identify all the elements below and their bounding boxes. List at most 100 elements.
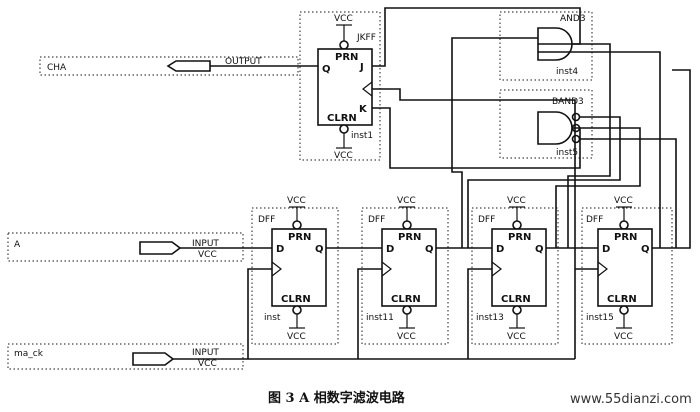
dff1-clock-triangle [271, 261, 282, 277]
and3-label: AND3 [560, 14, 586, 24]
dff1-inst: inst [264, 313, 281, 323]
band3-inst: inst5 [556, 148, 578, 158]
dff2-label: DFF [368, 215, 385, 225]
jkff-pin-q: Q [322, 64, 331, 75]
port-cha-name: CHA [47, 63, 67, 73]
wire-band3-to-k [372, 107, 581, 169]
jkff-body [317, 48, 373, 126]
dff3-pin-q: Q [535, 244, 544, 255]
port-clk-name: ma_ck [14, 349, 44, 359]
port-a-frame [7, 232, 244, 262]
dff3-clrn-bubble [512, 305, 522, 315]
jkff-pin-k: K [359, 104, 368, 115]
dff2-prn-bubble [402, 220, 412, 230]
dff4-frame [581, 207, 673, 345]
wire-q2-to-band3-1 [467, 116, 621, 248]
dff4-vcc-bottom: VCC [614, 332, 633, 342]
port-clk: ma_ck INPUT VCC [7, 343, 575, 370]
jkff-clrn-label: CLRN [327, 113, 357, 124]
dff4-pin-q: Q [641, 244, 650, 255]
dff-inst13: VCC DFF PRN D Q CLRN VCC inst13 [471, 196, 559, 345]
dff2-clrn-label: CLRN [391, 294, 421, 305]
dff3-clock-triangle [491, 261, 502, 277]
dff2-clrn-bubble [402, 305, 412, 315]
port-a-kind: INPUT [192, 239, 219, 249]
dff1-body [271, 228, 327, 307]
port-a-sub: VCC [198, 250, 217, 260]
dff2-prn-label: PRN [398, 232, 421, 243]
dff1-frame [251, 207, 339, 345]
jkff-prn-bubble [339, 40, 349, 50]
port-cha-frame [39, 56, 299, 76]
band3-inst5: BAND3 inst5 [499, 89, 593, 159]
dff3-body [491, 228, 547, 307]
jkff-vcc-top: VCC [334, 14, 353, 24]
dff3-vcc-top: VCC [507, 196, 526, 206]
dff4-label: DFF [586, 215, 603, 225]
dff4-prn-label: PRN [614, 232, 637, 243]
and3-inst: inst4 [556, 67, 578, 77]
jkff-frame [299, 11, 381, 161]
dff1-prn-label: PRN [288, 232, 311, 243]
dff2-vcc-bottom: VCC [397, 332, 416, 342]
wire-clk-dff1 [247, 268, 272, 359]
wire-clk-dff2 [357, 268, 382, 359]
dff3-pin-d: D [496, 244, 504, 255]
dff-inst11: VCC DFF PRN D Q CLRN VCC inst11 [361, 196, 449, 345]
jkff-inst: inst1 [351, 131, 373, 141]
jkff-vcc-bottom: VCC [334, 151, 353, 161]
dff2-vcc-top: VCC [397, 196, 416, 206]
port-cha: CHA OUTPUT [39, 56, 318, 76]
figure-caption: 图 3 A 相数字滤波电路 [268, 390, 406, 406]
wire-clk-dff3 [467, 268, 492, 359]
band3-gate-symbol [537, 111, 573, 145]
jkff-clrn-bubble [339, 124, 349, 134]
jkff-label: JKFF [356, 33, 376, 43]
port-clk-kind: INPUT [192, 348, 219, 358]
dff2-pin-d: D [386, 244, 394, 255]
dff2-frame [361, 207, 449, 345]
dff1-pin-d: D [276, 244, 284, 255]
jkff-prn-label: PRN [335, 52, 358, 63]
dff1-pin-q: Q [315, 244, 324, 255]
dff2-body [381, 228, 437, 307]
dff4-inst: inst15 [586, 313, 614, 323]
jkff-inst1: VCC JKFF PRN Q J K CLRN VCC inst1 [299, 11, 381, 161]
jkff-clock-triangle [362, 81, 373, 97]
dff1-prn-bubble [292, 220, 302, 230]
port-clk-frame [7, 343, 244, 370]
dff4-pin-d: D [602, 244, 610, 255]
dff3-clrn-label: CLRN [501, 294, 531, 305]
dff3-frame [471, 207, 559, 345]
dff3-prn-label: PRN [508, 232, 531, 243]
port-clk-sub: VCC [198, 359, 217, 369]
dff3-label: DFF [478, 215, 495, 225]
dff3-vcc-bottom: VCC [507, 332, 526, 342]
dff2-inst: inst11 [366, 313, 394, 323]
wire-q4-to-band3-3 [580, 138, 677, 248]
wire-q3-to-and3-2 [538, 43, 611, 248]
dff4-clrn-bubble [619, 305, 629, 315]
input-pin-symbol-clk [132, 352, 175, 366]
and3-inst4: AND3 inst4 [499, 11, 593, 81]
dff4-vcc-top: VCC [614, 196, 633, 206]
dff3-inst: inst13 [476, 313, 504, 323]
output-pin-symbol [166, 60, 211, 72]
band3-label: BAND3 [552, 97, 584, 107]
dff4-prn-bubble [619, 220, 629, 230]
dff3-prn-bubble [512, 220, 522, 230]
band3-input-bubble-1 [571, 112, 581, 122]
wire-q3-to-band3-2 [555, 127, 641, 248]
wire-q4-to-and3-3 [538, 51, 661, 248]
input-pin-symbol-a [139, 241, 182, 255]
port-a-name: A [14, 240, 21, 250]
jkff-pin-j: J [359, 62, 364, 73]
watermark: www.55dianzi.com [570, 392, 692, 407]
dff-inst: VCC DFF PRN D Q CLRN VCC inst [251, 196, 339, 345]
band3-input-bubble-3 [571, 134, 581, 144]
dff2-clock-triangle [381, 261, 392, 277]
dff1-label: DFF [258, 215, 275, 225]
dff4-clrn-label: CLRN [607, 294, 637, 305]
wire-q4-extend [652, 69, 691, 249]
